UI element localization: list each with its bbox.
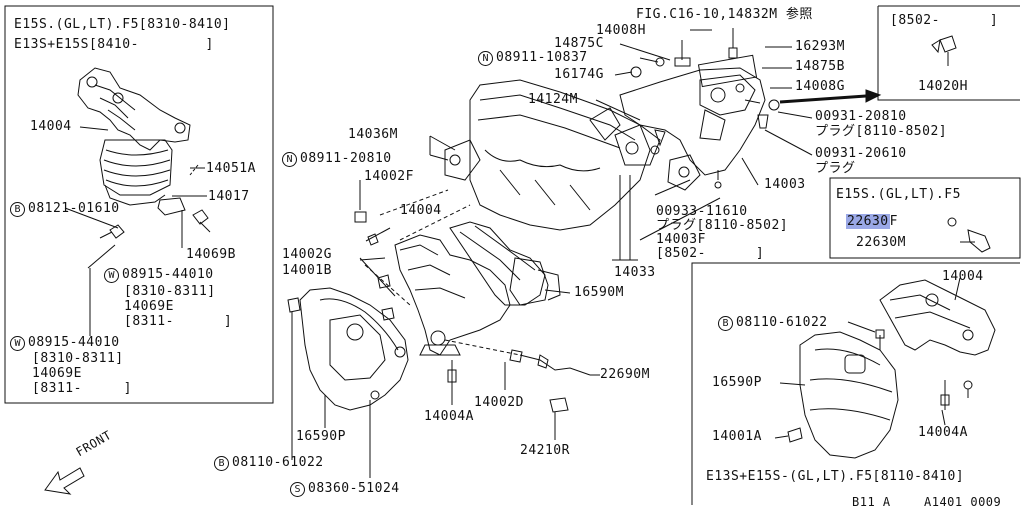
part-14003f: 14003F [656,232,706,247]
washer2-range2: [8311- ] [32,381,132,396]
nut-prefix-badge-b: N [282,152,297,167]
washer1-part: 14069E [124,299,174,314]
left-panel-header-line2: E13S+E15S[8410- ] [14,37,214,52]
part-14002g: 14002G [282,247,332,262]
part-14124m: 14124M [528,92,578,107]
plug-label-2: プラグ [815,161,856,176]
inset-mid-border [829,177,1021,259]
plug-00931-20810: 00931-20810 [815,109,907,124]
part-22630m: 22630M [856,235,906,250]
part-14002f: 14002F [364,169,414,184]
washer1-num: 08915-44010 [122,267,214,282]
part-16590p-inset: 16590P [712,375,762,390]
center-manifold [394,234,511,356]
part-16174g: 16174G [554,67,604,82]
part-22690m: 22690M [600,367,650,382]
part-14001b: 14001B [282,263,332,278]
part-14003f-range: [8502- ] [656,246,765,261]
washer2-range: [8310-8311] [32,351,124,366]
part-22630f: 22630F [846,214,898,229]
part-16590m: 16590M [574,285,624,300]
part-14008h: 14008H [596,23,646,38]
code-a1401: A1401 0009 [924,495,1002,509]
inset-top-border [877,6,1020,101]
part-14033: 14033 [614,265,656,280]
fig-reference: FIG.C16-10,14832M 参照 [636,7,813,22]
part-24210r: 24210R [520,443,570,458]
part-16293m: 16293M [795,39,845,54]
washer1-range2: [8311- ] [124,314,233,329]
plug-00931-20610: 00931-20610 [815,146,907,161]
part-14001a: 14001A [712,429,762,444]
inset-catalyst [799,331,899,459]
part-14002d: 14002D [474,395,524,410]
bolt-08110-61022-center-label: 08110-61022 [232,455,324,470]
bolt-08110-61022-inset-label: 08110-61022 [736,315,828,330]
inset-bottom-border [691,262,1020,505]
cylinder-head [469,79,651,231]
part-14004a-inset: 14004A [918,425,968,440]
left-catalyst [99,139,173,196]
nut-08911-10837-label: 08911-10837 [496,50,588,65]
bolt-prefix-badge: B [10,202,25,217]
washer2-num: 08915-44010 [28,335,120,350]
part-14008g: 14008G [795,79,845,94]
part-14875c: 14875C [554,36,604,51]
front-arrow [44,467,85,495]
part-14004-left: 14004 [30,119,72,134]
screw-prefix-badge: S [290,482,305,497]
part-14003: 14003 [764,177,806,192]
part-22630f-tail: F [889,214,898,229]
inset-manifold [879,279,996,356]
part-16590p-center: 16590P [296,429,346,444]
left-panel-header-line1: E15S.(GL,LT).F5[8310-8410] [14,17,231,32]
nut-08911-20810-label: 08911-20810 [300,151,392,166]
inset-bottom-footer: E13S+E15S-(GL,LT).F5[8110-8410] [706,469,965,484]
washer-prefix-badge-a: W [104,268,119,283]
washer-prefix-badge-b: W [10,336,25,351]
code-b11a: B11 A [852,495,891,509]
part-14069b: 14069B [186,247,236,262]
inset-top-range: [8502- ] [890,13,999,28]
part-22630f-highlight: 22630 [846,214,890,229]
part-14051a: 14051A [206,161,256,176]
part-14004a-center: 14004A [424,409,474,424]
bolt-08121-label: 08121-01610 [28,201,120,216]
washer2-part: 14069E [32,366,82,381]
bolt-prefix-badge-inset: B [718,316,733,331]
part-14875b: 14875B [795,59,845,74]
plug-label-3: プラグ[8110-8502] [656,218,789,233]
inset-mid-title: E15S.(GL,LT).F5 [836,187,961,202]
washer1-range: [8310-8311] [124,284,216,299]
part-14020h: 14020H [918,79,968,94]
part-14004-center: 14004 [400,203,442,218]
nut-prefix-badge-a: N [478,51,493,66]
left-panel-border [4,5,274,404]
bolt-prefix-badge-center: B [214,456,229,471]
plug-00933-11610: 00933-11610 [656,204,748,219]
screw-08360-51024-label: 08360-51024 [308,481,400,496]
part-14036m: 14036M [348,127,398,142]
plug-label-1: プラグ[8110-8502] [815,124,948,139]
center-heat-shield [299,287,409,411]
left-manifold [77,67,191,151]
water-outlet-housing [619,67,766,176]
part-14017: 14017 [208,189,250,204]
part-14004-inset: 14004 [942,269,984,284]
